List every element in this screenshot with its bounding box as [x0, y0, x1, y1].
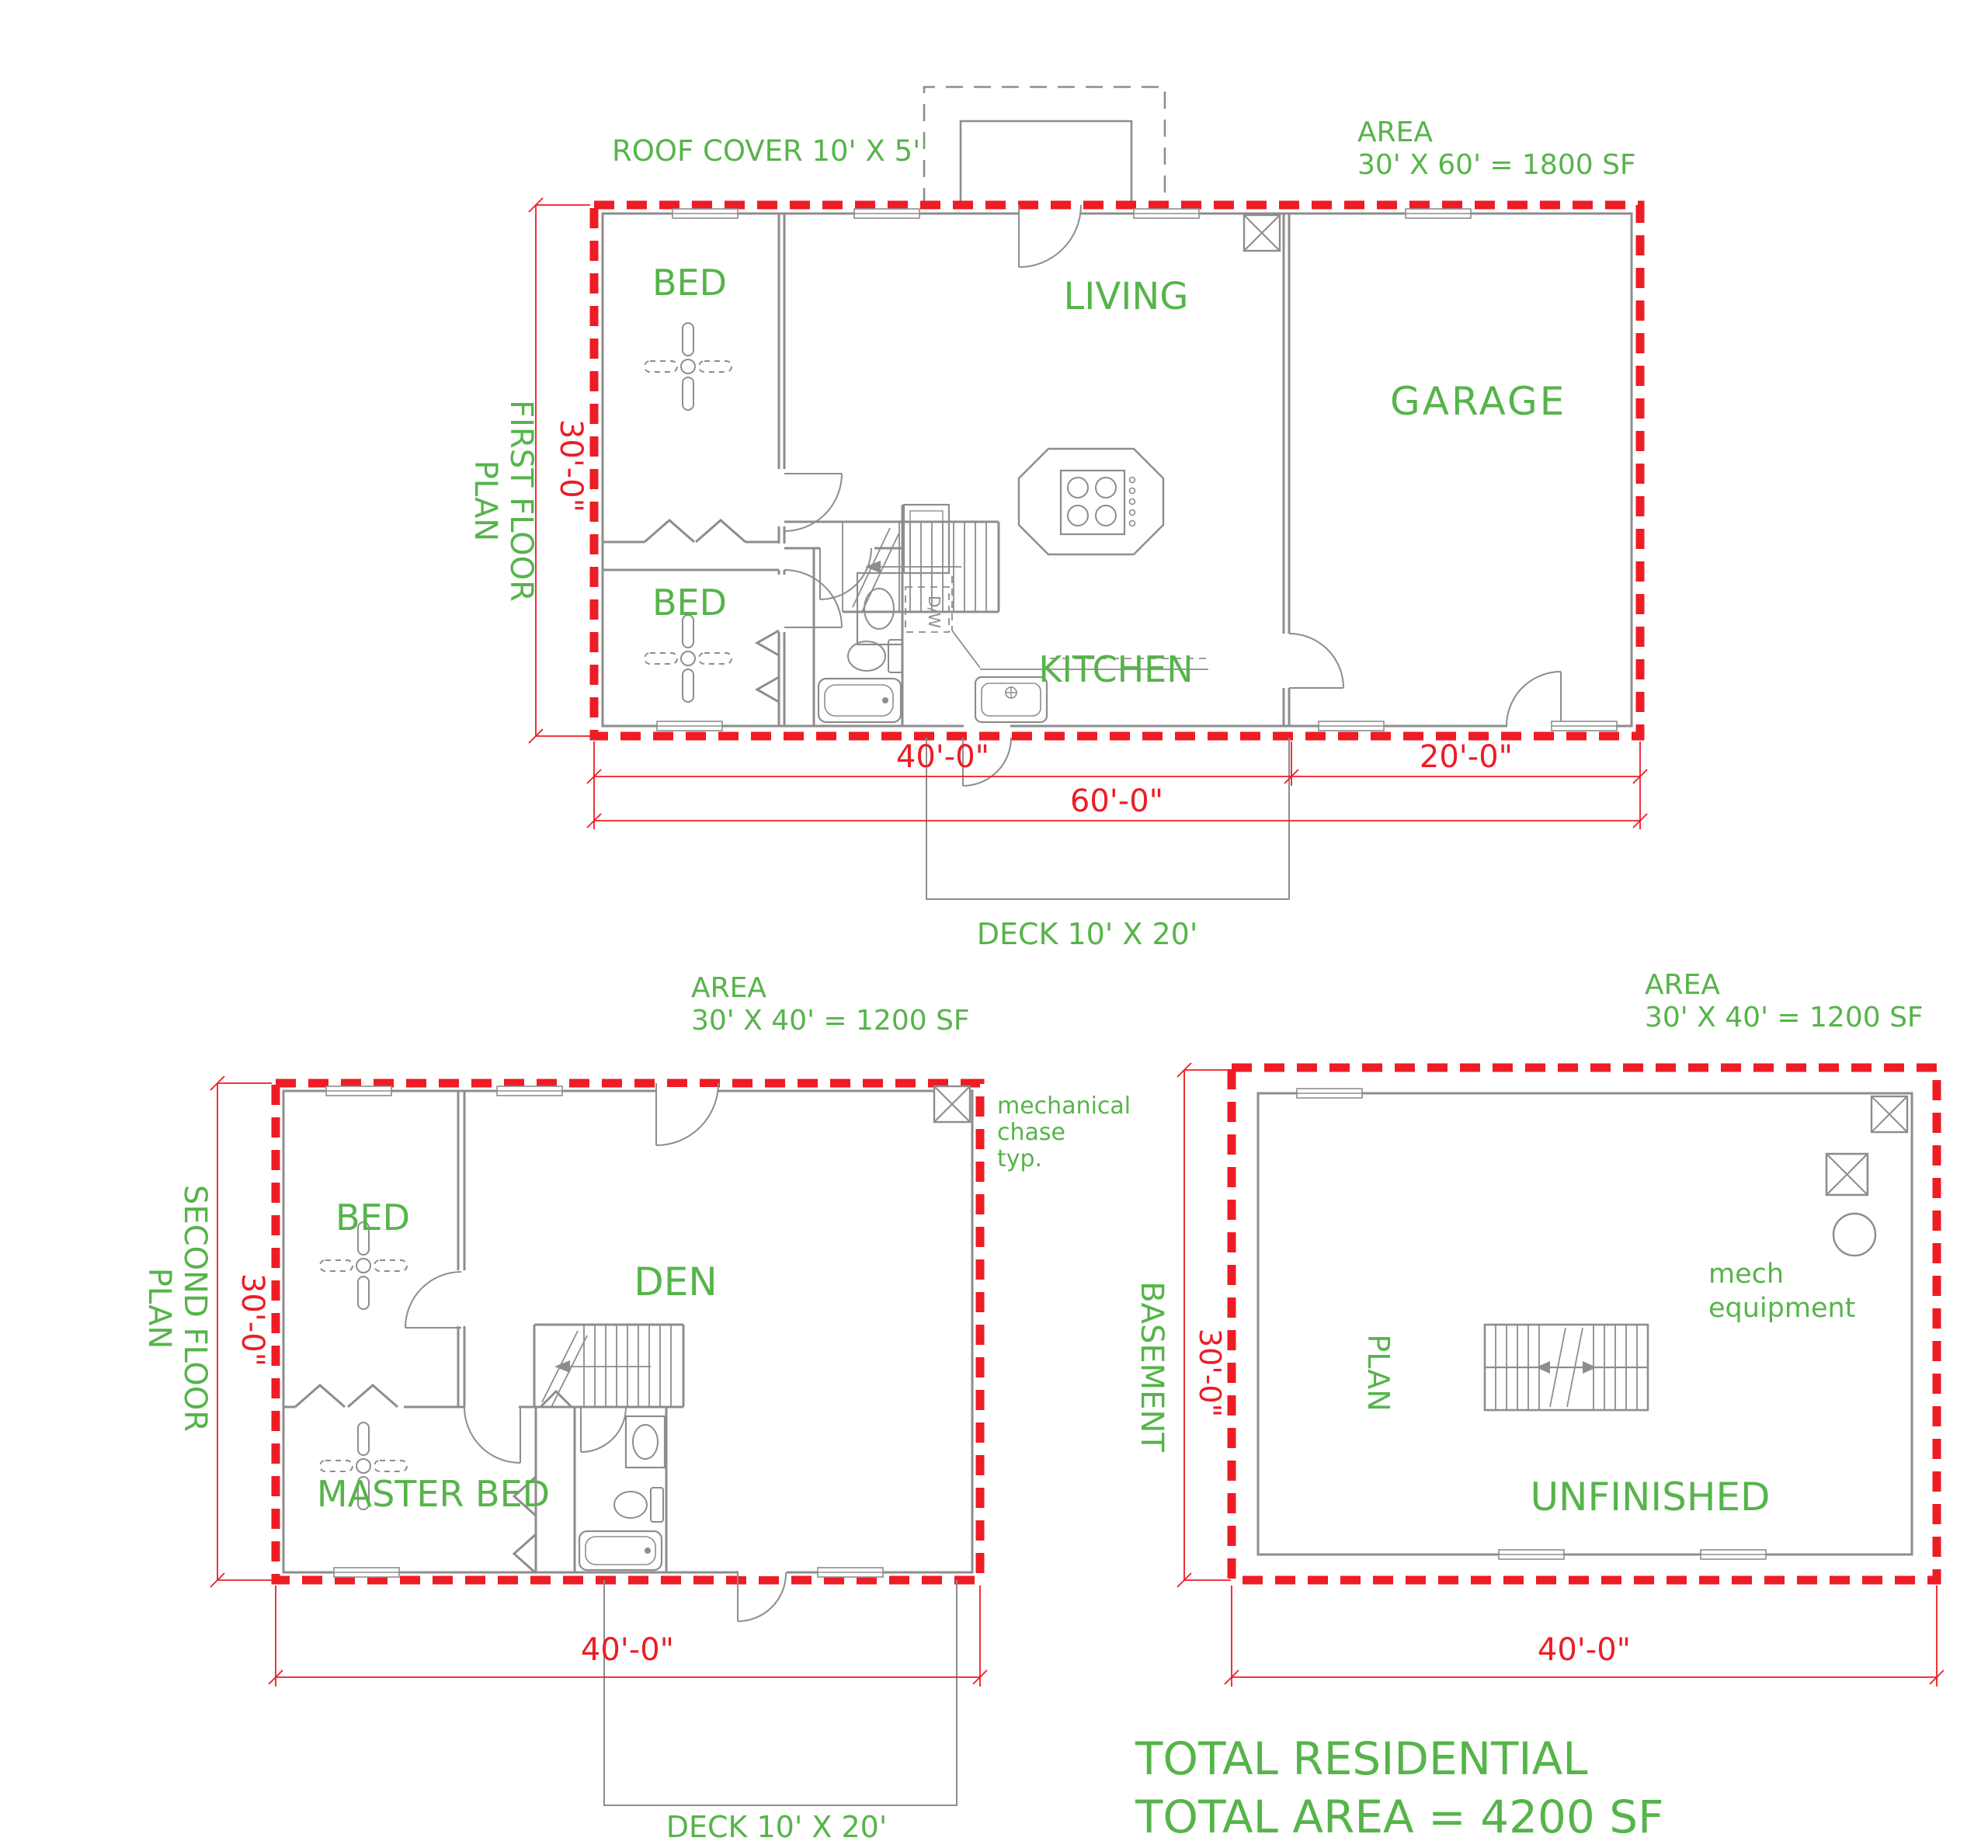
totals-note: TOTAL RESIDENTIAL TOTAL AREA = 4200 SF [1135, 1732, 1663, 1843]
room-label-master: MASTER BED [317, 1473, 550, 1515]
dim-width: 40'-0" [1538, 1632, 1631, 1668]
mechanical-chase-icon [1242, 214, 1281, 252]
first-floor-doors [784, 204, 1562, 787]
dim-width-right: 20'-0" [1420, 739, 1513, 775]
chase-note-line2: chase [997, 1119, 1065, 1146]
second-floor-plan: AREA 30' X 40' = 1200 SF mechanical chas… [141, 972, 1131, 1844]
second-floor-boundary [271, 1079, 985, 1585]
mechanical-chase-icon [1870, 1095, 1909, 1134]
total-line2: TOTAL AREA = 4200 SF [1135, 1791, 1663, 1843]
first-floor-bath-fixtures [817, 571, 904, 724]
second-floor-closet-doors [294, 1384, 573, 1575]
area-title: AREA [691, 972, 766, 1004]
roof-note: ROOF COVER 10' X 5' [612, 134, 920, 168]
dim-height: 30'-0" [235, 1273, 270, 1367]
room-label-living: LIVING [1064, 275, 1189, 318]
second-floor-walls [282, 1087, 974, 1576]
ceiling-fan-icon [644, 614, 732, 703]
kitchen-fixtures [902, 447, 1208, 724]
dim-width: 40'-0" [581, 1632, 674, 1668]
area-title: AREA [1645, 969, 1720, 1001]
basement-dimensions [1176, 1062, 1945, 1686]
plan-title-line2: PLAN [141, 1268, 177, 1350]
first-floor-closet-doors [644, 519, 780, 703]
second-floor-doors [405, 1082, 787, 1622]
room-label-bed: BED [652, 262, 727, 304]
second-floor-bath-fixtures [578, 1415, 666, 1572]
second-floor-stairs [533, 1323, 685, 1408]
second-floor-dimensions [210, 1075, 988, 1686]
room-label-kitchen: KITCHEN [1038, 648, 1193, 690]
plan-title-line1: FIRST FLOOR [503, 400, 539, 602]
appliance-label: D/W [925, 596, 944, 628]
area-title: AREA [1357, 116, 1433, 148]
plan-title-line2: PLAN [1361, 1334, 1395, 1411]
deck-note: DECK 10' X 20' [977, 917, 1198, 951]
mech-note-line2: equipment [1708, 1293, 1855, 1324]
mech-note-line1: mech [1708, 1259, 1784, 1290]
area-value: 30' X 60' = 1800 SF [1357, 149, 1636, 181]
basement-plan: AREA 30' X 40' = 1200 SF mech equipment … [1134, 969, 1945, 1686]
mechanical-chase-icon [933, 1085, 971, 1124]
dim-width-left: 40'-0" [896, 739, 989, 775]
water-heater-icon [1832, 1212, 1877, 1257]
mechanical-chase-icon [1825, 1152, 1869, 1197]
deck-note: DECK 10' X 20' [666, 1810, 888, 1844]
area-value: 30' X 40' = 1200 SF [1645, 1002, 1924, 1033]
basement-walls [1256, 1092, 1913, 1556]
basement-boundary [1227, 1063, 1941, 1585]
first-floor-deck [926, 738, 1290, 900]
room-label-bed2: BED [652, 582, 727, 624]
dim-height: 30'-0" [1193, 1329, 1227, 1417]
total-line1: TOTAL RESIDENTIAL [1135, 1732, 1588, 1785]
plan-title-line2: PLAN [467, 460, 503, 542]
chase-note-line1: mechanical [997, 1092, 1131, 1120]
room-label-den: DEN [634, 1259, 718, 1304]
dim-width-total: 60'-0" [1070, 783, 1163, 819]
chase-note-line3: typ. [997, 1145, 1042, 1172]
first-floor-walls [601, 210, 1633, 730]
second-floor-deck [603, 1580, 958, 1806]
dim-height: 30'-0" [553, 419, 589, 512]
ceiling-fan-icon [644, 322, 732, 411]
room-label-unfinished: UNFINISHED [1530, 1475, 1770, 1520]
area-value: 30' X 40' = 1200 SF [691, 1005, 970, 1037]
room-label-bed: BED [335, 1197, 410, 1238]
basement-stairs [1483, 1323, 1649, 1412]
plan-title-line1: BASEMENT [1134, 1281, 1170, 1452]
room-label-garage: GARAGE [1390, 379, 1566, 424]
first-floor-plan: ROOF COVER 10' X 5' AREA 30' X 60' = 180… [467, 85, 1648, 951]
roof-cover-outline [923, 85, 1166, 205]
first-floor-boundary [589, 200, 1645, 741]
plan-title-line1: SECOND FLOOR [177, 1185, 213, 1432]
first-floor-dimensions [528, 197, 1648, 829]
